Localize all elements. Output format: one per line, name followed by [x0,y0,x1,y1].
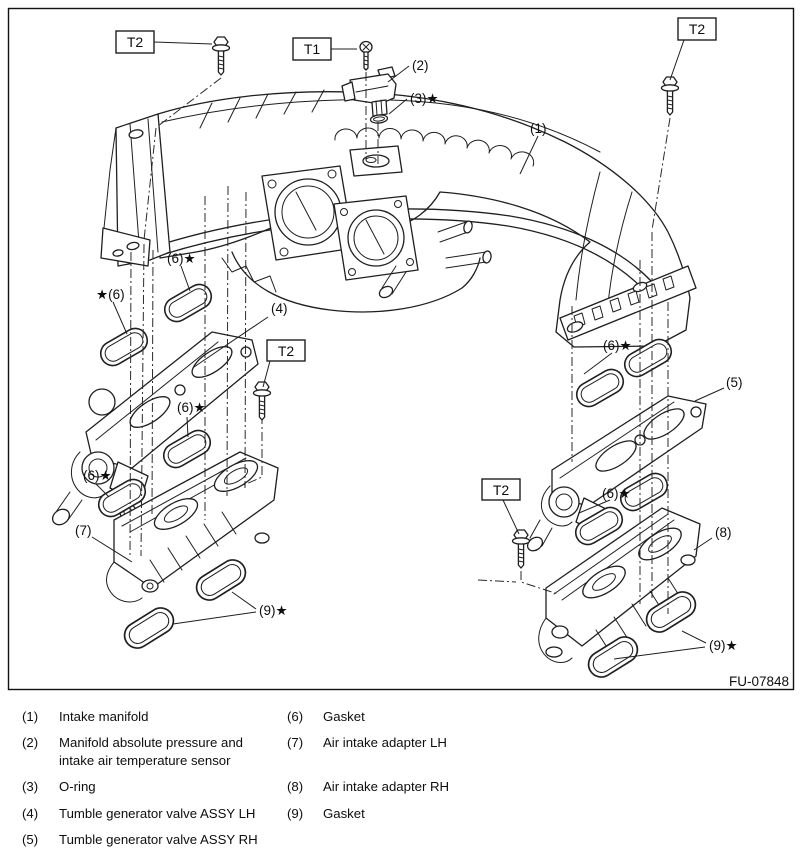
legend-item-text: Gasket [323,805,365,821]
legend-item-text: Manifold absolute pressure and intake ai… [59,735,244,768]
air-intake-adapter-lh-drawing [106,451,279,603]
torque-box-t2-mid-left: T2 [266,339,306,362]
legend-item-text: Intake manifold [59,709,149,724]
legend-item-text: Tumble generator valve ASSY LH [59,805,256,821]
torque-box-t1-label: T1 [304,41,321,57]
torque-box-t2-bottom: T2 [481,478,521,501]
torque-box-t2-mid-left-label: T2 [278,343,295,359]
callout-5: (5) [726,375,743,390]
torque-box-t2-top-left-label: T2 [127,34,144,50]
callout-6-left-mid: (6)★ [177,400,206,415]
callout-6-right-mid: (6)★ [602,486,631,501]
leader-lines [91,39,725,660]
torque-box-t2-top-right: T2 [677,17,717,41]
legend-item-number: (1) [22,709,39,724]
legend-item-number: (9) [287,805,304,821]
legend-item-text: Air intake adapter LH [323,735,447,751]
callout-6-left-low: (6)★ [83,468,112,483]
legend-item-number: (2) [22,735,39,751]
legend-item-text: O-ring [59,779,96,795]
air-intake-adapter-rh-drawing [538,507,701,663]
callout-8: (8) [715,525,732,540]
intake-manifold-drawing [100,89,697,348]
exploded-view-diagram: T2 T1 T2 T2 T2 (1) (2) (3)★ (6)★ ★(6) (4… [7,7,795,691]
legend-item-number: (6) [287,709,304,724]
legend-item-number: (8) [287,779,304,795]
torque-box-t1: T1 [292,37,332,61]
figure-code: FU-07848 [729,674,789,689]
callout-1: (1) [530,121,547,136]
legend-item-number: (4) [22,805,39,821]
callout-6-left-star-first: ★(6) [96,287,125,302]
callout-7: (7) [75,523,92,538]
callout-4: (4) [271,301,288,316]
callout-9-left: (9)★ [259,603,288,618]
legend: (1) Intake manifold (2) Manifold absolut… [22,708,804,849]
o-ring-drawing [369,114,389,124]
torque-box-t2-top-right-label: T2 [689,21,706,37]
assembly-centerlines [129,72,671,614]
callout-3: (3)★ [410,91,439,106]
torque-box-t2-top-left: T2 [115,30,155,54]
legend-item-number: (7) [287,735,304,751]
legend-item-number: (3) [22,779,39,795]
legend-item-number: (5) [22,832,39,848]
legend-item-text: Air intake adapter RH [323,779,450,795]
map-iat-sensor-drawing [341,66,397,117]
legend-item-text: Tumble generator valve ASSY RH [59,832,258,848]
callout-2: (2) [412,58,429,73]
torque-box-t2-bottom-label: T2 [493,482,510,498]
callout-9-right: (9)★ [709,638,738,653]
callout-6-right-top: (6)★ [603,338,632,353]
legend-item-text: Gasket [323,709,365,724]
callout-6-left-top: (6)★ [167,251,196,266]
